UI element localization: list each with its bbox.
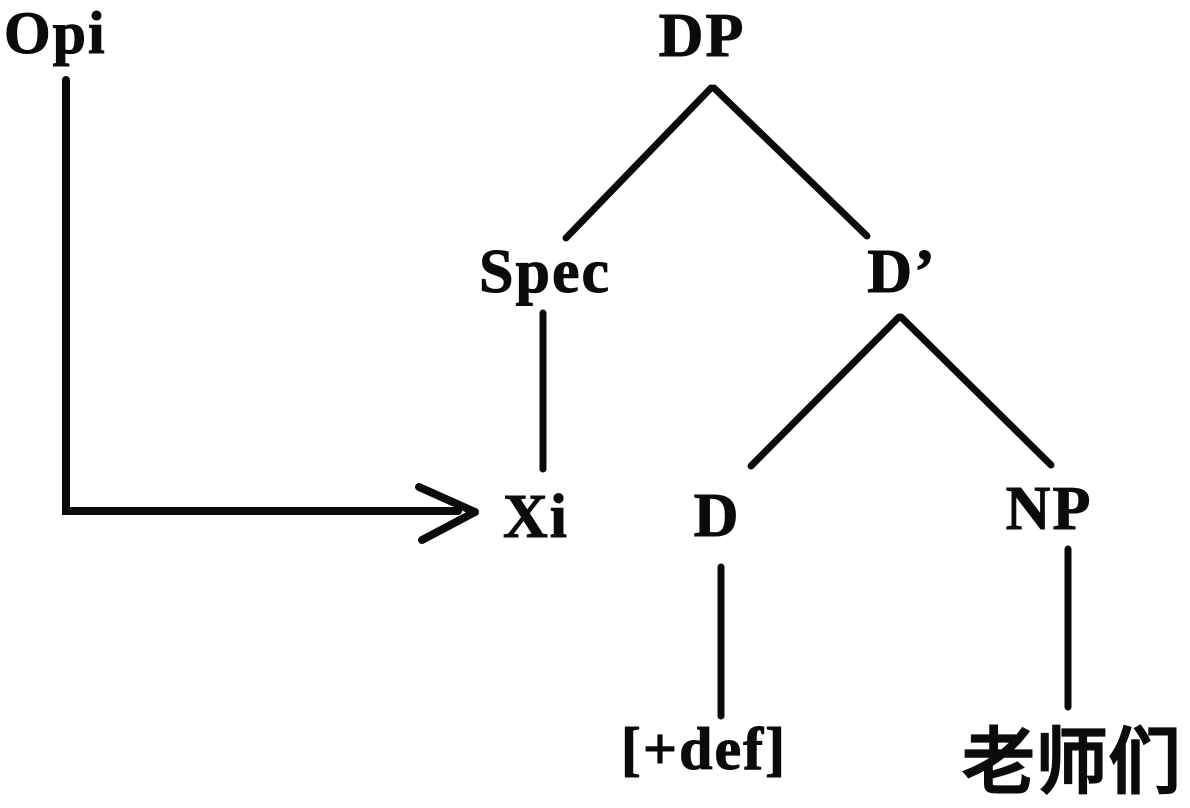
arrow-head-upper-barb: [415, 483, 479, 516]
arrow-head-lower-barb: [418, 508, 479, 544]
node-d-feature: [+def]: [620, 716, 788, 782]
edge-dbar-d: [747, 313, 903, 470]
node-spec: Spec: [479, 238, 611, 306]
node-noun-teachers: 老师们: [962, 723, 1182, 803]
edge-dbar-np: [897, 313, 1055, 469]
arrow-shaft: [62, 76, 462, 515]
node-d-bar: D’: [867, 238, 937, 306]
edge-dp-dbar: [710, 84, 871, 240]
edge-dp-spec: [562, 84, 715, 242]
node-dp: DP: [658, 2, 746, 70]
node-trace-xi: Xi: [503, 483, 569, 551]
node-np: NP: [1005, 475, 1093, 543]
node-d: D: [693, 482, 741, 550]
movement-arrow: [62, 76, 479, 544]
node-operator: Opi: [4, 0, 107, 66]
